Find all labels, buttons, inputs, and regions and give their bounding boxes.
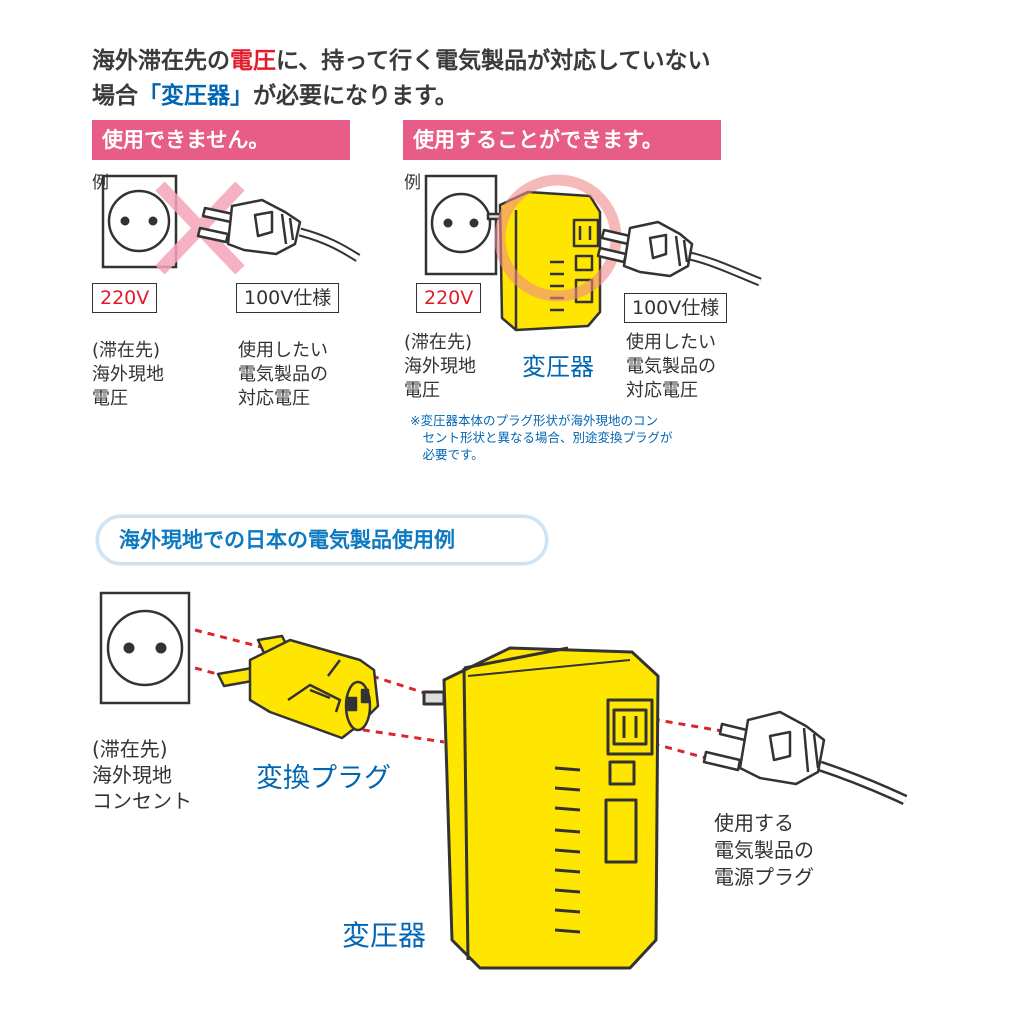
cannot-use-banner: 使用できません。 <box>92 120 350 160</box>
device-voltage-caption: 使用したい 電気製品の 対応電圧 <box>626 332 716 401</box>
device-plug-icon <box>596 220 762 287</box>
intro-text: が必要になります。 <box>253 83 458 109</box>
device-voltage-box: 100V仕様 <box>624 293 728 323</box>
transformer-label: 変圧器 <box>522 353 594 381</box>
outlet-voltage-caption: (滞在先) 海外現地 電圧 <box>92 340 164 409</box>
intro-text: 海外滞在先の <box>92 48 230 74</box>
device-plug-icon <box>196 198 361 262</box>
outlet-voltage-box: 220V <box>416 283 482 313</box>
outlet-icon <box>99 591 191 705</box>
conversion-plug-icon <box>216 634 380 740</box>
device-plug-icon <box>702 710 908 805</box>
can-use-banner: 使用することができます。 <box>403 120 721 160</box>
outlet-voltage-caption: (滞在先) 海外現地 電圧 <box>404 332 476 401</box>
example-label: 例 <box>92 173 109 193</box>
intro-line-1: 海外滞在先の電圧に、持って行く電気製品が対応していない <box>92 45 892 77</box>
device-voltage-box: 100V仕様 <box>236 283 340 313</box>
intro-highlight-transformer: 「変圧器」 <box>138 83 253 109</box>
intro-text: 場合 <box>92 83 138 109</box>
outlet-icon <box>424 174 498 276</box>
usage-example-heading: 海外現地での日本の電気製品使用例 <box>96 515 548 565</box>
intro-text: に、持って行く電気製品が対応していない <box>276 48 711 74</box>
example-label: 例 <box>404 173 421 193</box>
intro-highlight-voltage: 電圧 <box>230 48 276 74</box>
transformer-icon <box>422 646 660 970</box>
device-plug-caption: 使用する 電気製品の 電源プラグ <box>714 811 814 889</box>
outlet-caption: (滞在先) 海外現地 コンセント <box>92 737 192 813</box>
adapter-note: ※変圧器本体のプラグ形状が海外現地のコン セント形状と異なる場合、別途変換プラグ… <box>410 413 673 462</box>
conversion-plug-label: 変換プラグ <box>256 763 391 794</box>
outlet-voltage-box: 220V <box>92 283 158 313</box>
device-voltage-caption: 使用したい 電気製品の 対応電圧 <box>238 340 328 409</box>
intro-line-2: 場合「変圧器」が必要になります。 <box>92 80 892 112</box>
transformer-label: 変圧器 <box>342 919 427 952</box>
